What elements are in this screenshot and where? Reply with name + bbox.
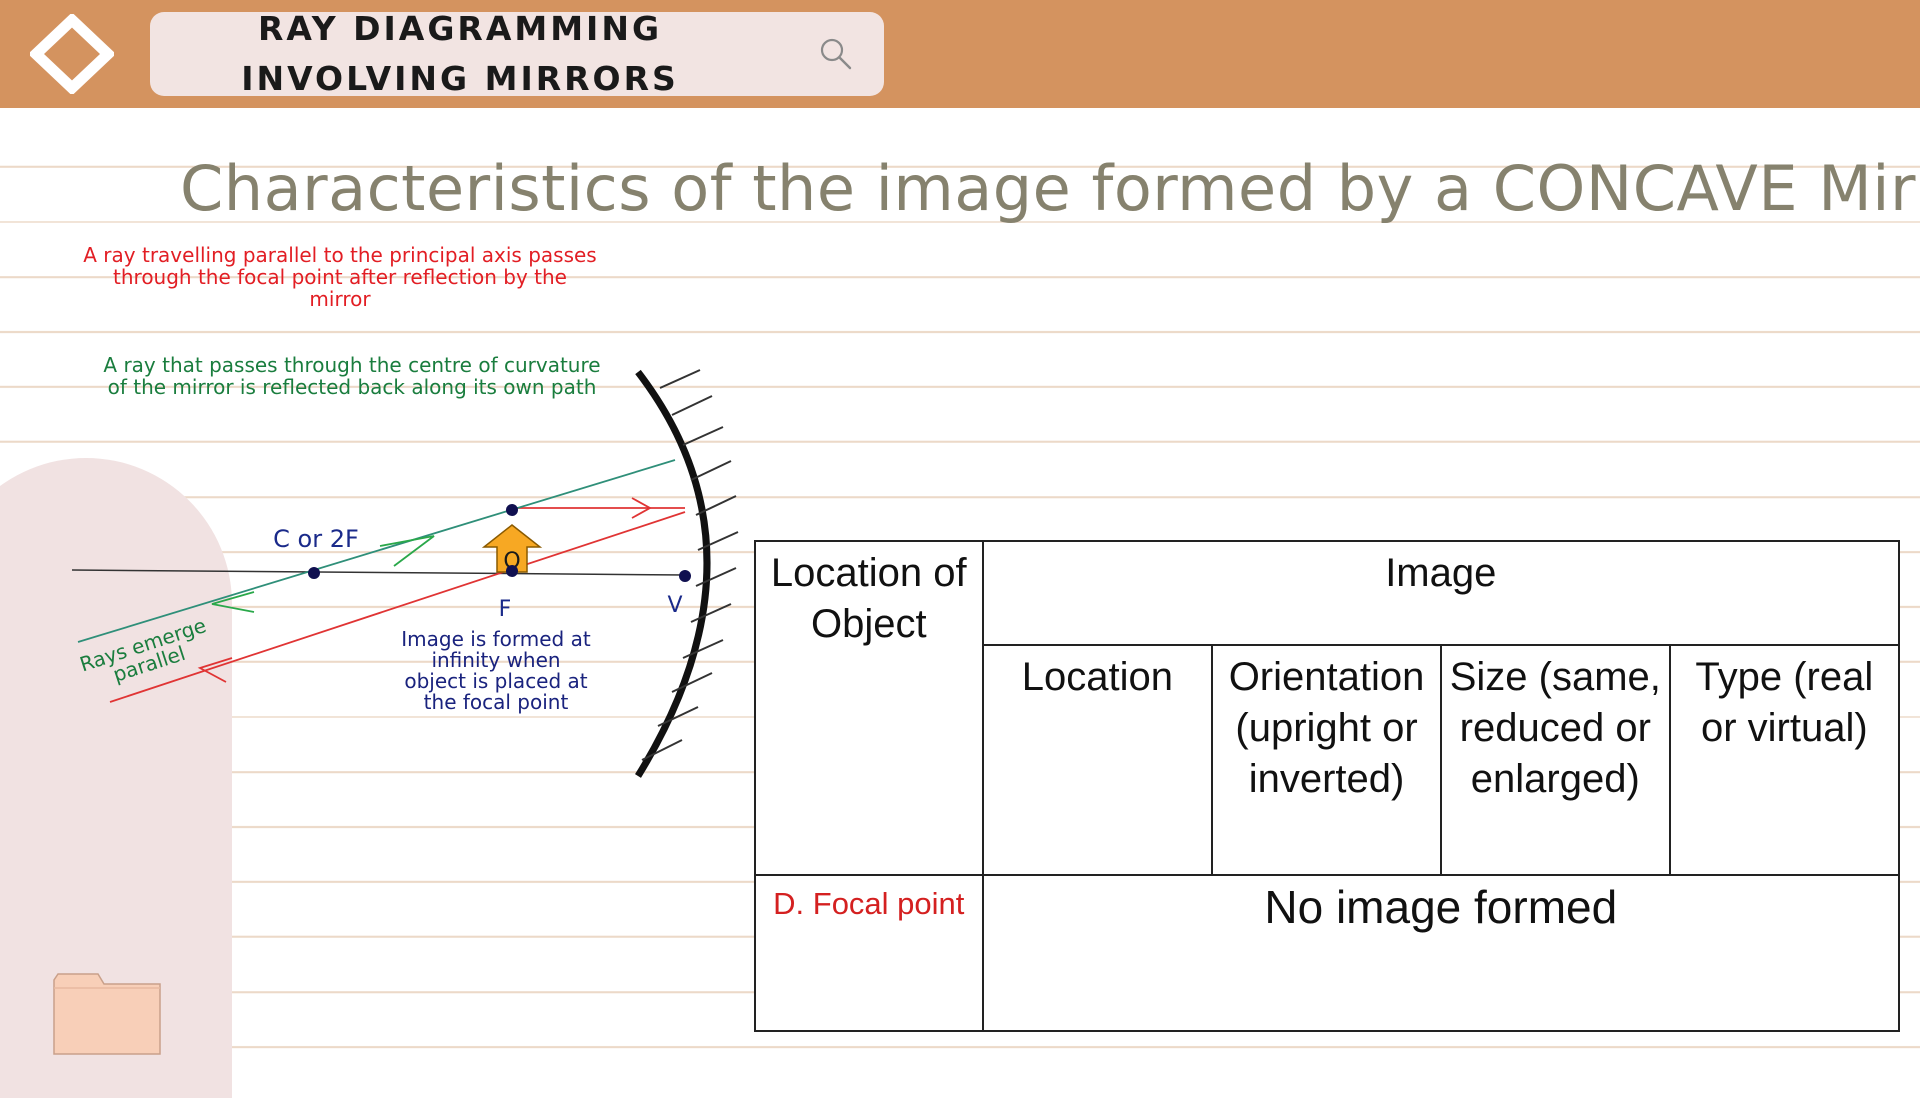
note-centre-ray-line1: A ray that passes through the centre of …	[103, 353, 600, 377]
mirror-hatching	[641, 369, 739, 761]
object-location-cell: D. Focal point	[754, 874, 984, 1032]
result-cell: No image formed	[981, 874, 1901, 1032]
header-image: Image	[981, 540, 1901, 646]
page-title: Characteristics of the image formed by a…	[180, 152, 1920, 225]
subheader-location: Location	[981, 644, 1214, 876]
label-focal: F	[499, 597, 512, 622]
note-image-line3: object is placed at	[404, 669, 587, 693]
title-pill[interactable]: RAY DIAGRAMMING INVOLVING MIRRORS	[150, 9, 884, 98]
point-vertex	[679, 570, 691, 582]
principal-axis	[71, 569, 687, 576]
note-parallel-ray-line1: A ray travelling parallel to the princip…	[83, 243, 596, 267]
note-parallel-ray: A ray travelling parallel to the princip…	[83, 243, 596, 311]
note-image-line1: Image is formed at	[401, 627, 591, 651]
subheader-orientation: Orientation (upright or inverted)	[1211, 644, 1442, 876]
subheader-type: Type (real or virtual)	[1668, 644, 1901, 876]
ray-centre-incoming	[77, 459, 676, 643]
concave-mirror	[635, 369, 711, 778]
deck-title-line2: INVOLVING MIRRORS	[241, 59, 679, 98]
note-image-line4: the focal point	[424, 690, 569, 714]
deck-title-line1: RAY DIAGRAMMING	[257, 9, 663, 48]
point-centre	[308, 567, 320, 579]
label-centre: C or 2F	[273, 525, 359, 553]
note-parallel-ray-line3: mirror	[309, 287, 371, 311]
characteristics-table: Location of Object Image Location Orient…	[754, 540, 1901, 1032]
note-parallel-ray-line2: through the focal point after reflection…	[113, 265, 567, 289]
header-location-of-object: Location of Object	[754, 540, 984, 876]
label-vertex: V	[667, 593, 682, 618]
ray-diagram: A ray travelling parallel to the princip…	[71, 243, 739, 778]
folder-icon[interactable]	[52, 970, 164, 1056]
note-centre-ray-line2: of the mirror is reflected back along it…	[108, 375, 597, 399]
point-focal	[506, 565, 518, 577]
note-image-line2: infinity when	[431, 648, 560, 672]
note-image-infinity: Image is formed at infinity when object …	[401, 627, 591, 714]
note-centre-ray: A ray that passes through the centre of …	[103, 353, 600, 399]
header-bar: RAY DIAGRAMMING INVOLVING MIRRORS	[0, 0, 1920, 108]
table-row: D. Focal point No image formed	[754, 874, 1901, 1032]
diamond-logo-icon[interactable]	[30, 14, 114, 94]
subheader-size: Size (same, reduced or enlarged)	[1439, 644, 1671, 876]
deck-title: RAY DIAGRAMMING INVOLVING MIRRORS	[235, 9, 685, 98]
search-icon[interactable]	[816, 34, 856, 74]
note-rays-parallel: Rays emerge parallel	[77, 613, 209, 687]
point-object-top	[506, 504, 518, 516]
ray-parallel-reflected	[109, 511, 686, 703]
